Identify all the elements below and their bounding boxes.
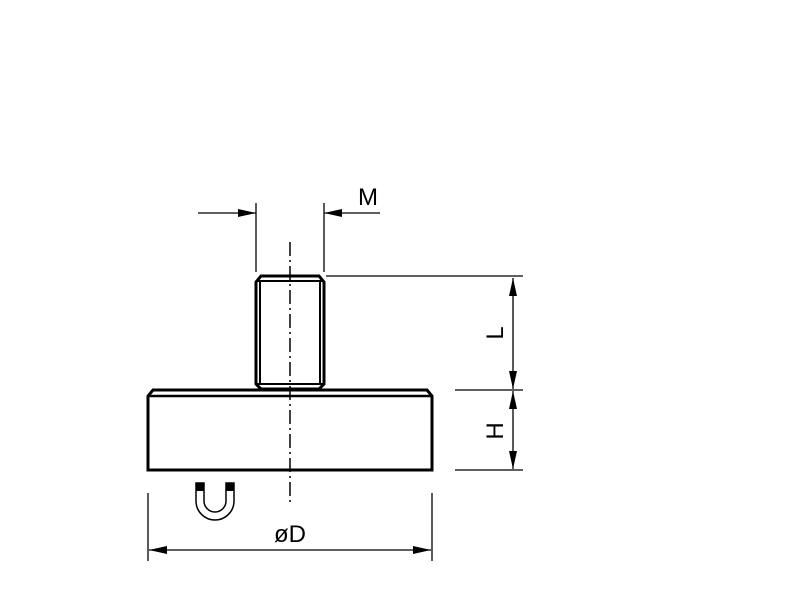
label-thread-length: L — [482, 326, 509, 339]
label-diameter: øD — [274, 521, 306, 548]
dimension-m — [198, 203, 380, 272]
magnet-icon — [195, 482, 235, 521]
threaded-stud — [254, 274, 326, 391]
dimension-l-h — [326, 275, 523, 471]
dimension-d — [147, 493, 433, 561]
label-height: H — [482, 422, 509, 439]
label-thread: M — [358, 184, 378, 211]
